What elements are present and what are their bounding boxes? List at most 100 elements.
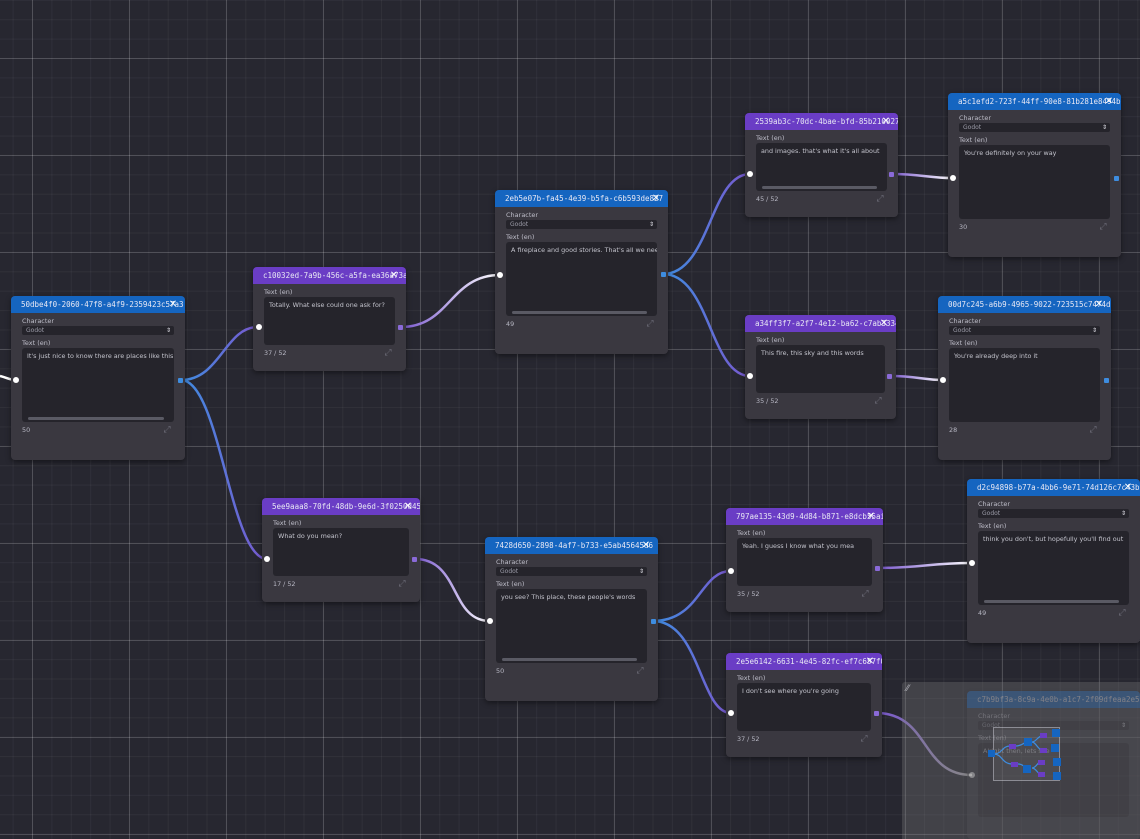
input-port[interactable] [487,618,493,624]
node-title[interactable]: c7b9bf3a-8c9a-4e0b-a1c7-2f09dfeaa2e5 [967,691,1140,708]
dialogue-node[interactable]: 50dbe4f0-2060-47f8-a4f9-2359423c57a3✕ Ch… [11,296,185,460]
input-port[interactable] [256,324,262,330]
dialogue-node[interactable]: 7428d650-2898-4af7-b733-e5ab45645d6✕ Cha… [485,537,658,701]
character-select[interactable]: Godot⇕ [22,326,174,335]
output-port[interactable] [889,172,894,177]
output-port[interactable] [398,325,403,330]
output-port[interactable] [661,272,666,277]
output-port[interactable] [1114,176,1119,181]
node-title[interactable]: 2eb5e07b-fa45-4e39-b5fa-c6b593de827✕ [495,190,668,207]
expand-icon[interactable]: ⤢ [163,425,171,435]
close-icon[interactable]: ✕ [168,299,178,310]
text-input[interactable]: A fireplace and good stories. That's all… [506,242,657,316]
horizontal-scrollbar[interactable] [28,417,164,420]
character-select[interactable]: Godot⇕ [978,509,1129,518]
node-title[interactable]: a5c1efd2-723f-44ff-90e8-81b281e8494b✕ [948,93,1121,110]
dialogue-node[interactable]: 2eb5e07b-fa45-4e39-b5fa-c6b593de827✕ Cha… [495,190,668,354]
input-port[interactable] [497,272,503,278]
output-port[interactable] [651,619,656,624]
close-icon[interactable]: ✕ [1104,96,1114,107]
node-title[interactable]: 00d7c245-a6b9-4965-9022-723515c7474d✕ [938,296,1111,313]
dialogue-node[interactable]: c10032ed-7a9b-456c-a5fa-ea36a73a794✕ Tex… [253,267,406,371]
node-title[interactable]: a34ff3f7-a2f7-4e12-ba62-c7ab33343cc✕ [745,315,896,332]
horizontal-scrollbar[interactable] [762,186,877,189]
output-port[interactable] [875,566,880,571]
expand-icon[interactable]: ⤢ [636,666,644,676]
node-title[interactable]: 7428d650-2898-4af7-b733-e5ab45645d6✕ [485,537,658,554]
close-icon[interactable]: ✕ [641,540,651,551]
character-select[interactable]: Godot⇕ [959,123,1110,132]
expand-icon[interactable]: ⤢ [874,396,882,406]
dialogue-node[interactable]: 00d7c245-a6b9-4965-9022-723515c7474d✕ Ch… [938,296,1111,460]
input-port[interactable] [747,373,753,379]
close-icon[interactable]: ✕ [879,318,889,329]
node-title[interactable]: c10032ed-7a9b-456c-a5fa-ea36a73a794✕ [253,267,406,284]
close-icon[interactable]: ✕ [403,501,413,512]
input-port[interactable] [728,710,734,716]
expand-icon[interactable]: ⤢ [860,734,868,744]
expand-icon[interactable]: ⤢ [1118,608,1126,618]
dialogue-node[interactable]: d2c94898-b77a-4bb6-9e71-74d126c7c43b✕ Ch… [967,479,1140,643]
expand-icon[interactable]: ⤢ [384,348,392,358]
dialogue-node[interactable]: a34ff3f7-a2f7-4e12-ba62-c7ab33343cc✕ Tex… [745,315,896,419]
input-port[interactable] [13,377,19,383]
input-port[interactable] [747,171,753,177]
character-select[interactable]: Godot⇕ [496,567,647,576]
expand-icon[interactable]: ⤢ [861,589,869,599]
node-title[interactable]: 2e5e6142-6631-4e45-82fc-ef7c657f0bb✕ [726,653,882,670]
character-select[interactable]: Godot⇕ [949,326,1100,335]
input-port[interactable] [969,772,975,778]
text-input[interactable]: What do you mean? [273,528,409,576]
text-input[interactable]: I don't see where you're going [737,683,871,731]
close-icon[interactable]: ✕ [881,116,891,127]
node-title[interactable]: d2c94898-b77a-4bb6-9e71-74d126c7c43b✕ [967,479,1140,496]
close-icon[interactable]: ✕ [866,511,876,522]
output-port[interactable] [1104,378,1109,383]
expand-icon[interactable]: ⤢ [646,319,654,329]
output-port[interactable] [412,557,417,562]
close-icon[interactable]: ✕ [651,193,661,204]
horizontal-scrollbar[interactable] [502,658,637,661]
dialogue-node[interactable]: 2e5e6142-6631-4e45-82fc-ef7c657f0bb✕ Tex… [726,653,882,757]
close-icon[interactable]: ✕ [389,270,399,281]
close-icon[interactable]: ✕ [865,656,875,667]
text-input[interactable]: Yeah. I guess I know what you mea [737,538,872,586]
text-input[interactable]: you see? This place, these people's word… [496,589,647,663]
input-port[interactable] [950,175,956,181]
character-select[interactable]: Godot⇕ [506,220,657,229]
expand-icon[interactable]: ⤢ [398,579,406,589]
resize-icon[interactable]: ⁄⁄ [906,684,910,694]
expand-icon[interactable]: ⤢ [1099,222,1107,232]
text-input[interactable]: This fire, this sky and this words [756,345,885,393]
horizontal-scrollbar[interactable] [512,311,647,314]
node-title[interactable]: 797ae135-43d9-4d84-b871-e8dcb55aidee✕ [726,508,883,525]
output-port[interactable] [887,374,892,379]
text-input[interactable]: It's just nice to know there are places … [22,348,174,422]
character-select[interactable]: Godot⇕ [978,721,1129,730]
text-input[interactable]: and images. that's what it's all about [756,143,887,191]
node-title[interactable]: 2539ab3c-70dc-4bae-bfd-85b2100271c✕ [745,113,898,130]
input-port[interactable] [940,377,946,383]
expand-icon[interactable]: ⤢ [876,194,884,204]
dialogue-node[interactable]: a5c1efd2-723f-44ff-90e8-81b281e8494b✕ Ch… [948,93,1121,257]
expand-icon[interactable]: ⤢ [1089,425,1097,435]
text-input[interactable]: You're already deep into it [949,348,1100,422]
minimap[interactable]: ⁄⁄ [902,682,1140,839]
input-port[interactable] [969,560,975,566]
horizontal-scrollbar[interactable] [984,600,1119,603]
output-port[interactable] [874,711,879,716]
close-icon[interactable]: ✕ [1094,299,1104,310]
node-title[interactable]: 5ee9aaa8-70fd-48db-9e6d-3f0250d45ebe✕ [262,498,420,515]
text-input[interactable]: Totally. What else could one ask for? [264,297,395,345]
dialogue-node[interactable]: 797ae135-43d9-4d84-b871-e8dcb55aidee✕ Te… [726,508,883,612]
close-icon[interactable]: ✕ [1123,482,1133,493]
output-port[interactable] [178,378,183,383]
dialogue-node[interactable]: c7b9bf3a-8c9a-4e0b-a1c7-2f09dfeaa2e5 Cha… [967,691,1140,839]
node-title[interactable]: 50dbe4f0-2060-47f8-a4f9-2359423c57a3✕ [11,296,185,313]
input-port[interactable] [264,556,270,562]
text-input[interactable]: think you don't, but hopefully you'll fi… [978,531,1129,605]
text-input[interactable]: You're definitely on your way [959,145,1110,219]
dialogue-node[interactable]: 5ee9aaa8-70fd-48db-9e6d-3f0250d45ebe✕ Te… [262,498,420,602]
dialogue-node[interactable]: 2539ab3c-70dc-4bae-bfd-85b2100271c✕ Text… [745,113,898,217]
